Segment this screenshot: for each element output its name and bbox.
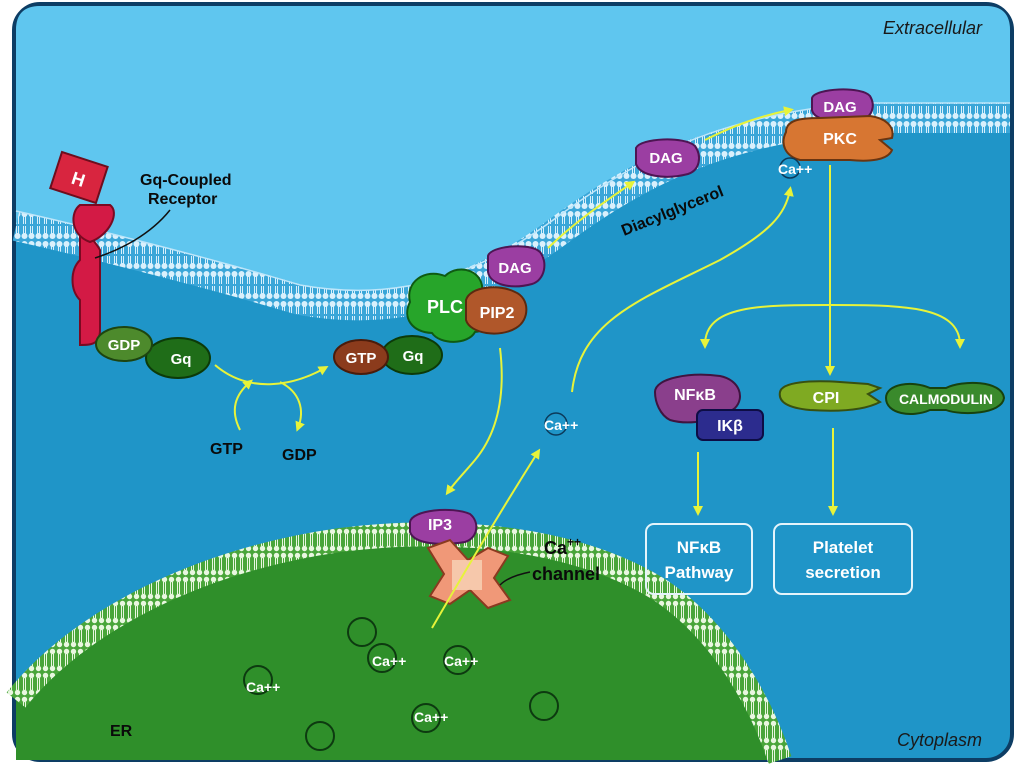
ca-to-pkc-arrow: [571, 186, 794, 393]
ca-cytosol-text: Ca++: [544, 417, 578, 433]
dag-membrane-molecule: DAG: [487, 245, 546, 288]
pkc-enzyme: PKC: [782, 114, 894, 162]
dag-diffusion-arrow-2: [704, 106, 794, 141]
platelet-secretion-line1: Platelet: [813, 538, 874, 557]
nfkb-complex: NFκB IKβ: [653, 373, 764, 441]
er-ca-text-1: Ca++: [372, 653, 406, 669]
dag-pkc-molecule: DAG: [811, 88, 874, 123]
pkc-text: PKC: [823, 131, 857, 148]
pkc-branch-right-arrow: [829, 304, 965, 349]
gdp-gq-complex: GDP Gq: [95, 326, 211, 379]
receptor-label-line1: Gq-Coupled: [140, 172, 232, 189]
nfkb-pathway-line2: Pathway: [665, 563, 735, 582]
ikb-text: IKβ: [717, 418, 743, 435]
extracellular-region: [16, 6, 1010, 302]
ca-cytosol-ion: Ca++: [544, 412, 578, 436]
platelet-secretion-box: Platelet secretion: [773, 523, 913, 595]
gdp-out-arrow: [279, 381, 305, 432]
ca-pkc-text: Ca++: [778, 161, 812, 177]
hormone-ligand: H: [48, 150, 109, 205]
er-organelle: [16, 534, 780, 760]
dag-diffusion-arrow-1: [547, 180, 636, 249]
ca-channel-leader-line: [499, 571, 531, 586]
pip2-text: PIP2: [480, 305, 515, 322]
gtp-in-arrow: [233, 379, 254, 431]
receptor-leader-line: [94, 209, 171, 259]
cpi-text: CPI: [813, 390, 840, 407]
ca-channel-label-line2: channel: [532, 564, 600, 584]
er-ca-text-3: Ca++: [246, 679, 280, 695]
cytoplasm-label: Cytoplasm: [897, 730, 982, 750]
nfkb-text: NFκB: [674, 387, 716, 404]
ip3-release-arrow: [445, 347, 503, 496]
gdp-bound-text: GDP: [108, 337, 141, 354]
platelet-secretion-line2: secretion: [805, 563, 881, 582]
er-ca-text-4: Ca++: [414, 709, 448, 725]
calmodulin-text: CALMODULIN: [899, 391, 993, 407]
pip2-molecule: PIP2: [465, 286, 528, 335]
receptor-label-line2: Receptor: [148, 191, 217, 208]
nfkb-pathway-box: NFκB Pathway: [645, 523, 753, 595]
nfkb-pathway-line1: NFκB: [677, 538, 721, 557]
pkc-branch-left-arrow: [700, 304, 831, 349]
er-ca-text-2: Ca++: [444, 653, 478, 669]
er-ca-ions: Ca++ Ca++ Ca++ Ca++: [243, 617, 559, 751]
gq-active-text: Gq: [403, 348, 424, 365]
gdp-free-label: GDP: [282, 447, 317, 464]
hormone-text: H: [69, 168, 88, 191]
ip3-text: IP3: [428, 517, 452, 534]
dag-moving-molecule: DAG: [635, 138, 701, 178]
ca-release-arrow: [431, 448, 541, 629]
dag-moving-text: DAG: [649, 150, 682, 167]
plc-text: PLC: [427, 297, 463, 317]
cpi-molecule: CPI: [778, 380, 883, 412]
dag-pkc-text: DAG: [823, 99, 856, 116]
gq-text: Gq: [171, 351, 192, 368]
calmodulin-molecule: CALMODULIN: [884, 381, 1006, 415]
extracellular-label: Extracellular: [883, 18, 983, 38]
ca-channel-label-line1: Ca++: [544, 535, 581, 558]
gtp-bound-text: GTP: [346, 350, 377, 367]
gtp-gq-complex: GTP Gq: [333, 335, 443, 375]
gtp-free-label: GTP: [210, 441, 243, 458]
ca-pkc-ion: Ca++: [778, 157, 812, 179]
dag-membrane-text: DAG: [498, 260, 531, 277]
gq-coupled-receptor: [71, 204, 115, 347]
ip3-molecule: IP3: [409, 508, 478, 545]
activation-arrow: [214, 364, 329, 386]
er-label: ER: [110, 723, 133, 740]
